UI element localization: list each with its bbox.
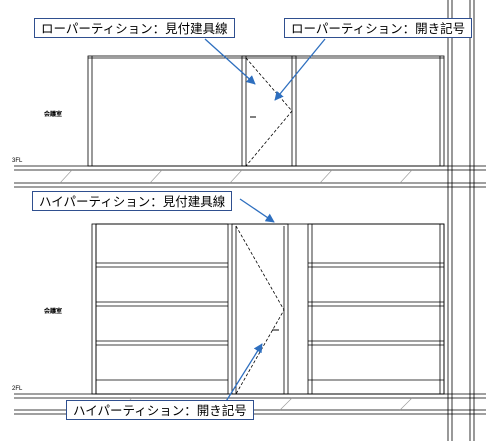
leader-high-frame bbox=[239, 198, 275, 223]
leader-high-swing bbox=[224, 343, 263, 404]
low-door-frame bbox=[241, 55, 297, 167]
room-label-lower: 会議室 bbox=[44, 309, 63, 315]
high-door-frame bbox=[231, 223, 289, 395]
leader-low-frame bbox=[204, 38, 256, 85]
low-partition-elevation bbox=[87, 55, 445, 167]
low-partition-outline bbox=[87, 55, 445, 167]
low-door-swing bbox=[245, 57, 293, 167]
callout-high-swing: ハイパーティション：開き記号 bbox=[66, 400, 254, 420]
callout-low-frame: ローパーティション：見付建具線 bbox=[34, 18, 235, 38]
high-partition-elevation bbox=[91, 223, 445, 395]
callout-low-swing: ローパーティション：開き記号 bbox=[284, 18, 473, 38]
level-label-3fl: 3FL bbox=[12, 158, 23, 164]
leader-low-swing bbox=[274, 38, 326, 101]
level-label-2fl: 2FL bbox=[12, 386, 23, 392]
high-door-swing bbox=[235, 225, 285, 395]
callout-high-frame: ハイパーティション：見付建具線 bbox=[32, 191, 233, 211]
room-label-upper: 会議室 bbox=[44, 112, 63, 118]
high-partition-outline bbox=[91, 223, 445, 395]
